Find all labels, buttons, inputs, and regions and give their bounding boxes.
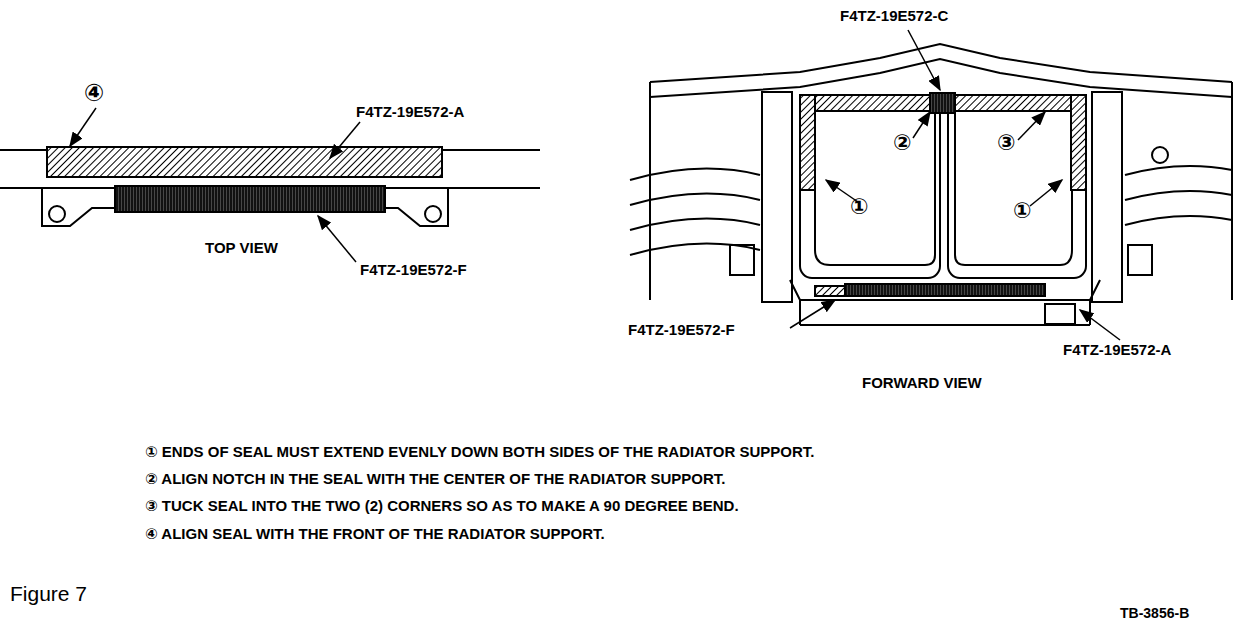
note: ① ENDS OF SEAL MUST EXTEND EVENLY DOWN B… (145, 444, 814, 461)
view-title: FORWARD VIEW (862, 375, 982, 392)
part-number: F4TZ-19E572-F (360, 262, 467, 279)
forward-view-drawing (630, 30, 1232, 340)
callout-number: ③ (997, 131, 1016, 155)
part-number: F4TZ-19E572-A (356, 104, 464, 121)
figure-caption: Figure 7 (10, 582, 87, 605)
view-title: TOP VIEW (205, 240, 278, 257)
callout-number: ② (893, 131, 912, 155)
part-number: F4TZ-19E572-F (628, 322, 735, 339)
note: ③ TUCK SEAL INTO THE TWO (2) CORNERS SO … (145, 498, 739, 515)
note: ② ALIGN NOTCH IN THE SEAL WITH THE CENTE… (145, 471, 726, 488)
bulletin-number: TB-3856-B (1120, 606, 1189, 621)
part-number: F4TZ-19E572-A (1063, 342, 1171, 359)
top-view-drawing (0, 108, 540, 262)
note: ④ ALIGN SEAL WITH THE FRONT OF THE RADIA… (145, 526, 605, 543)
callout-number: ① (850, 195, 869, 219)
callout-number: ④ (84, 80, 104, 106)
part-number: F4TZ-19E572-C (840, 8, 948, 25)
callout-number: ① (1013, 199, 1032, 223)
